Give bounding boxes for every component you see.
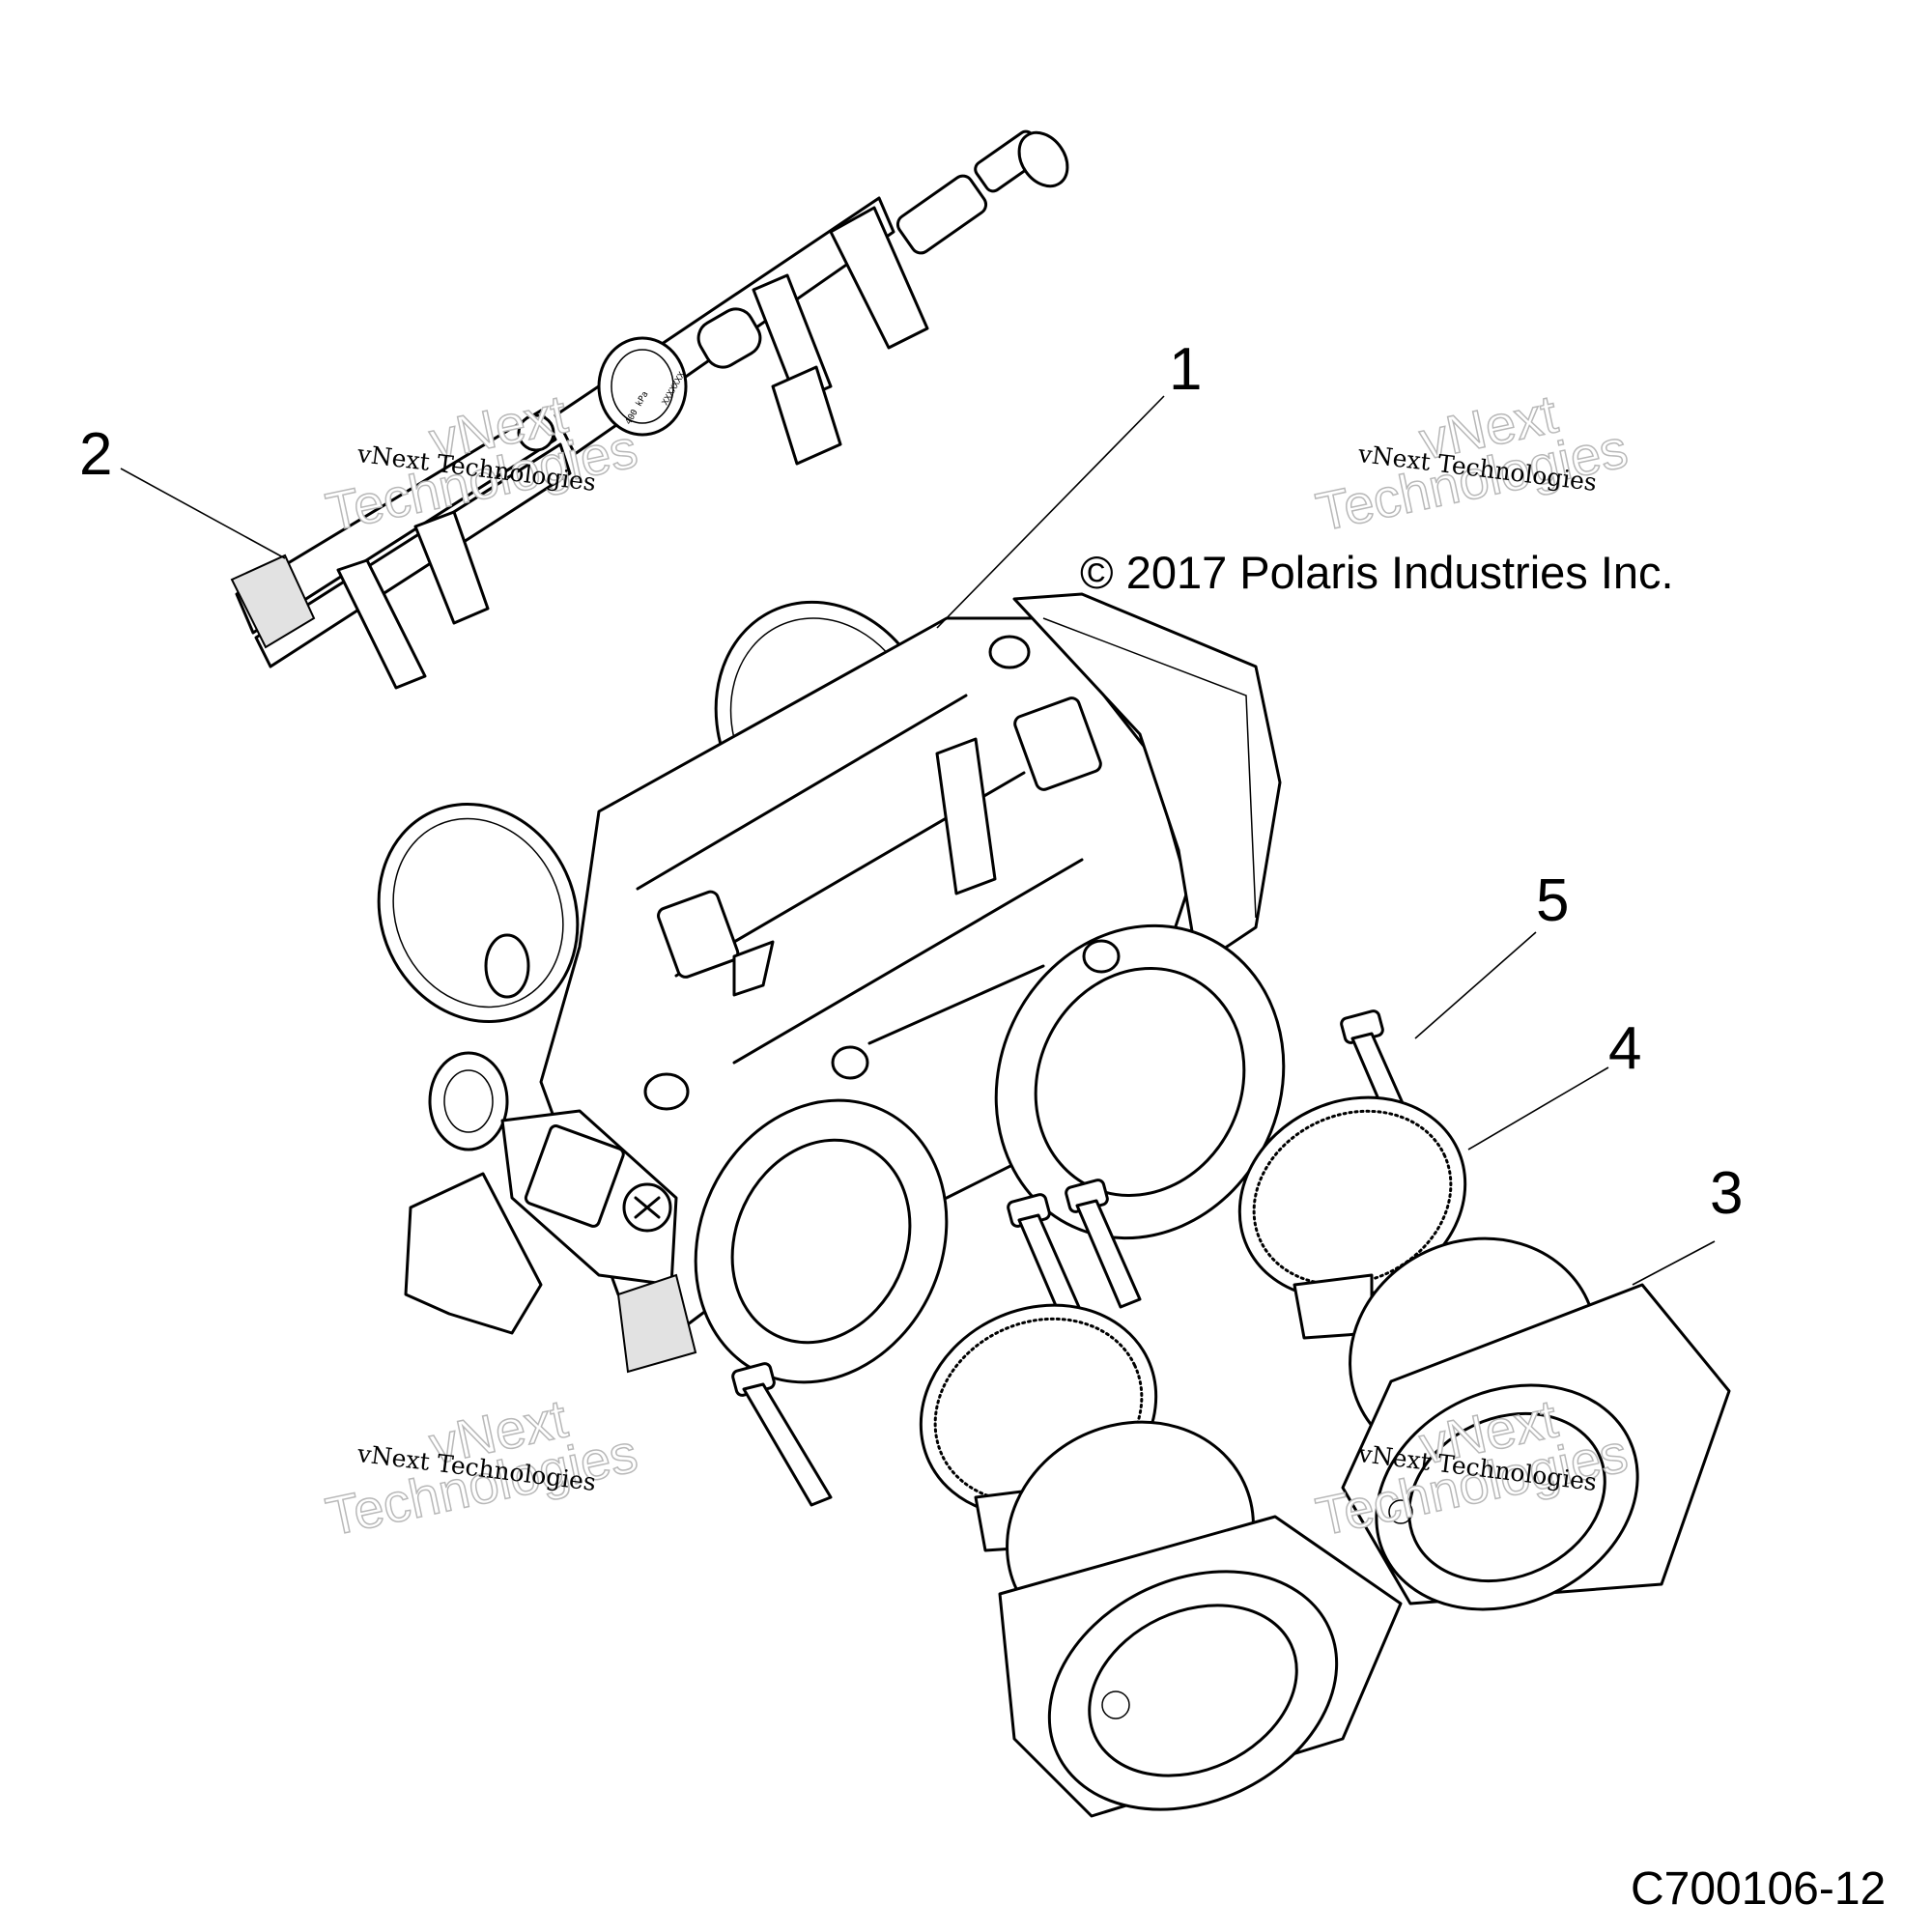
intake-boot: [998, 1420, 1403, 1818]
throttle-body-part-1: [377, 592, 1286, 1384]
screw: [1065, 1179, 1142, 1309]
leader-line-4: [1467, 1066, 1609, 1151]
leader-line-5: [1414, 931, 1537, 1039]
callout-5: 5: [1536, 867, 1570, 934]
callout-1: 1: [1169, 336, 1203, 403]
diagram-id: C700106-12: [1631, 1863, 1887, 1915]
hose-clamp: [1237, 1095, 1467, 1340]
callout-3: 3: [1710, 1160, 1744, 1227]
leader-line-2: [120, 468, 286, 559]
callout-4: 4: [1608, 1015, 1642, 1082]
screw: [731, 1362, 833, 1507]
leader-line-1: [936, 395, 1165, 629]
leader-line-3: [1632, 1240, 1716, 1286]
copyright-notice: © 2017 Polaris Industries Inc.: [1080, 547, 1674, 598]
screw: [1007, 1193, 1084, 1323]
intake-boot: [1341, 1236, 1731, 1611]
fuel-rail-part-2: 400 kPa XXXXXXX: [230, 129, 1069, 690]
intake-boots-part-3: [998, 1236, 1731, 1818]
callout-2: 2: [79, 421, 113, 488]
